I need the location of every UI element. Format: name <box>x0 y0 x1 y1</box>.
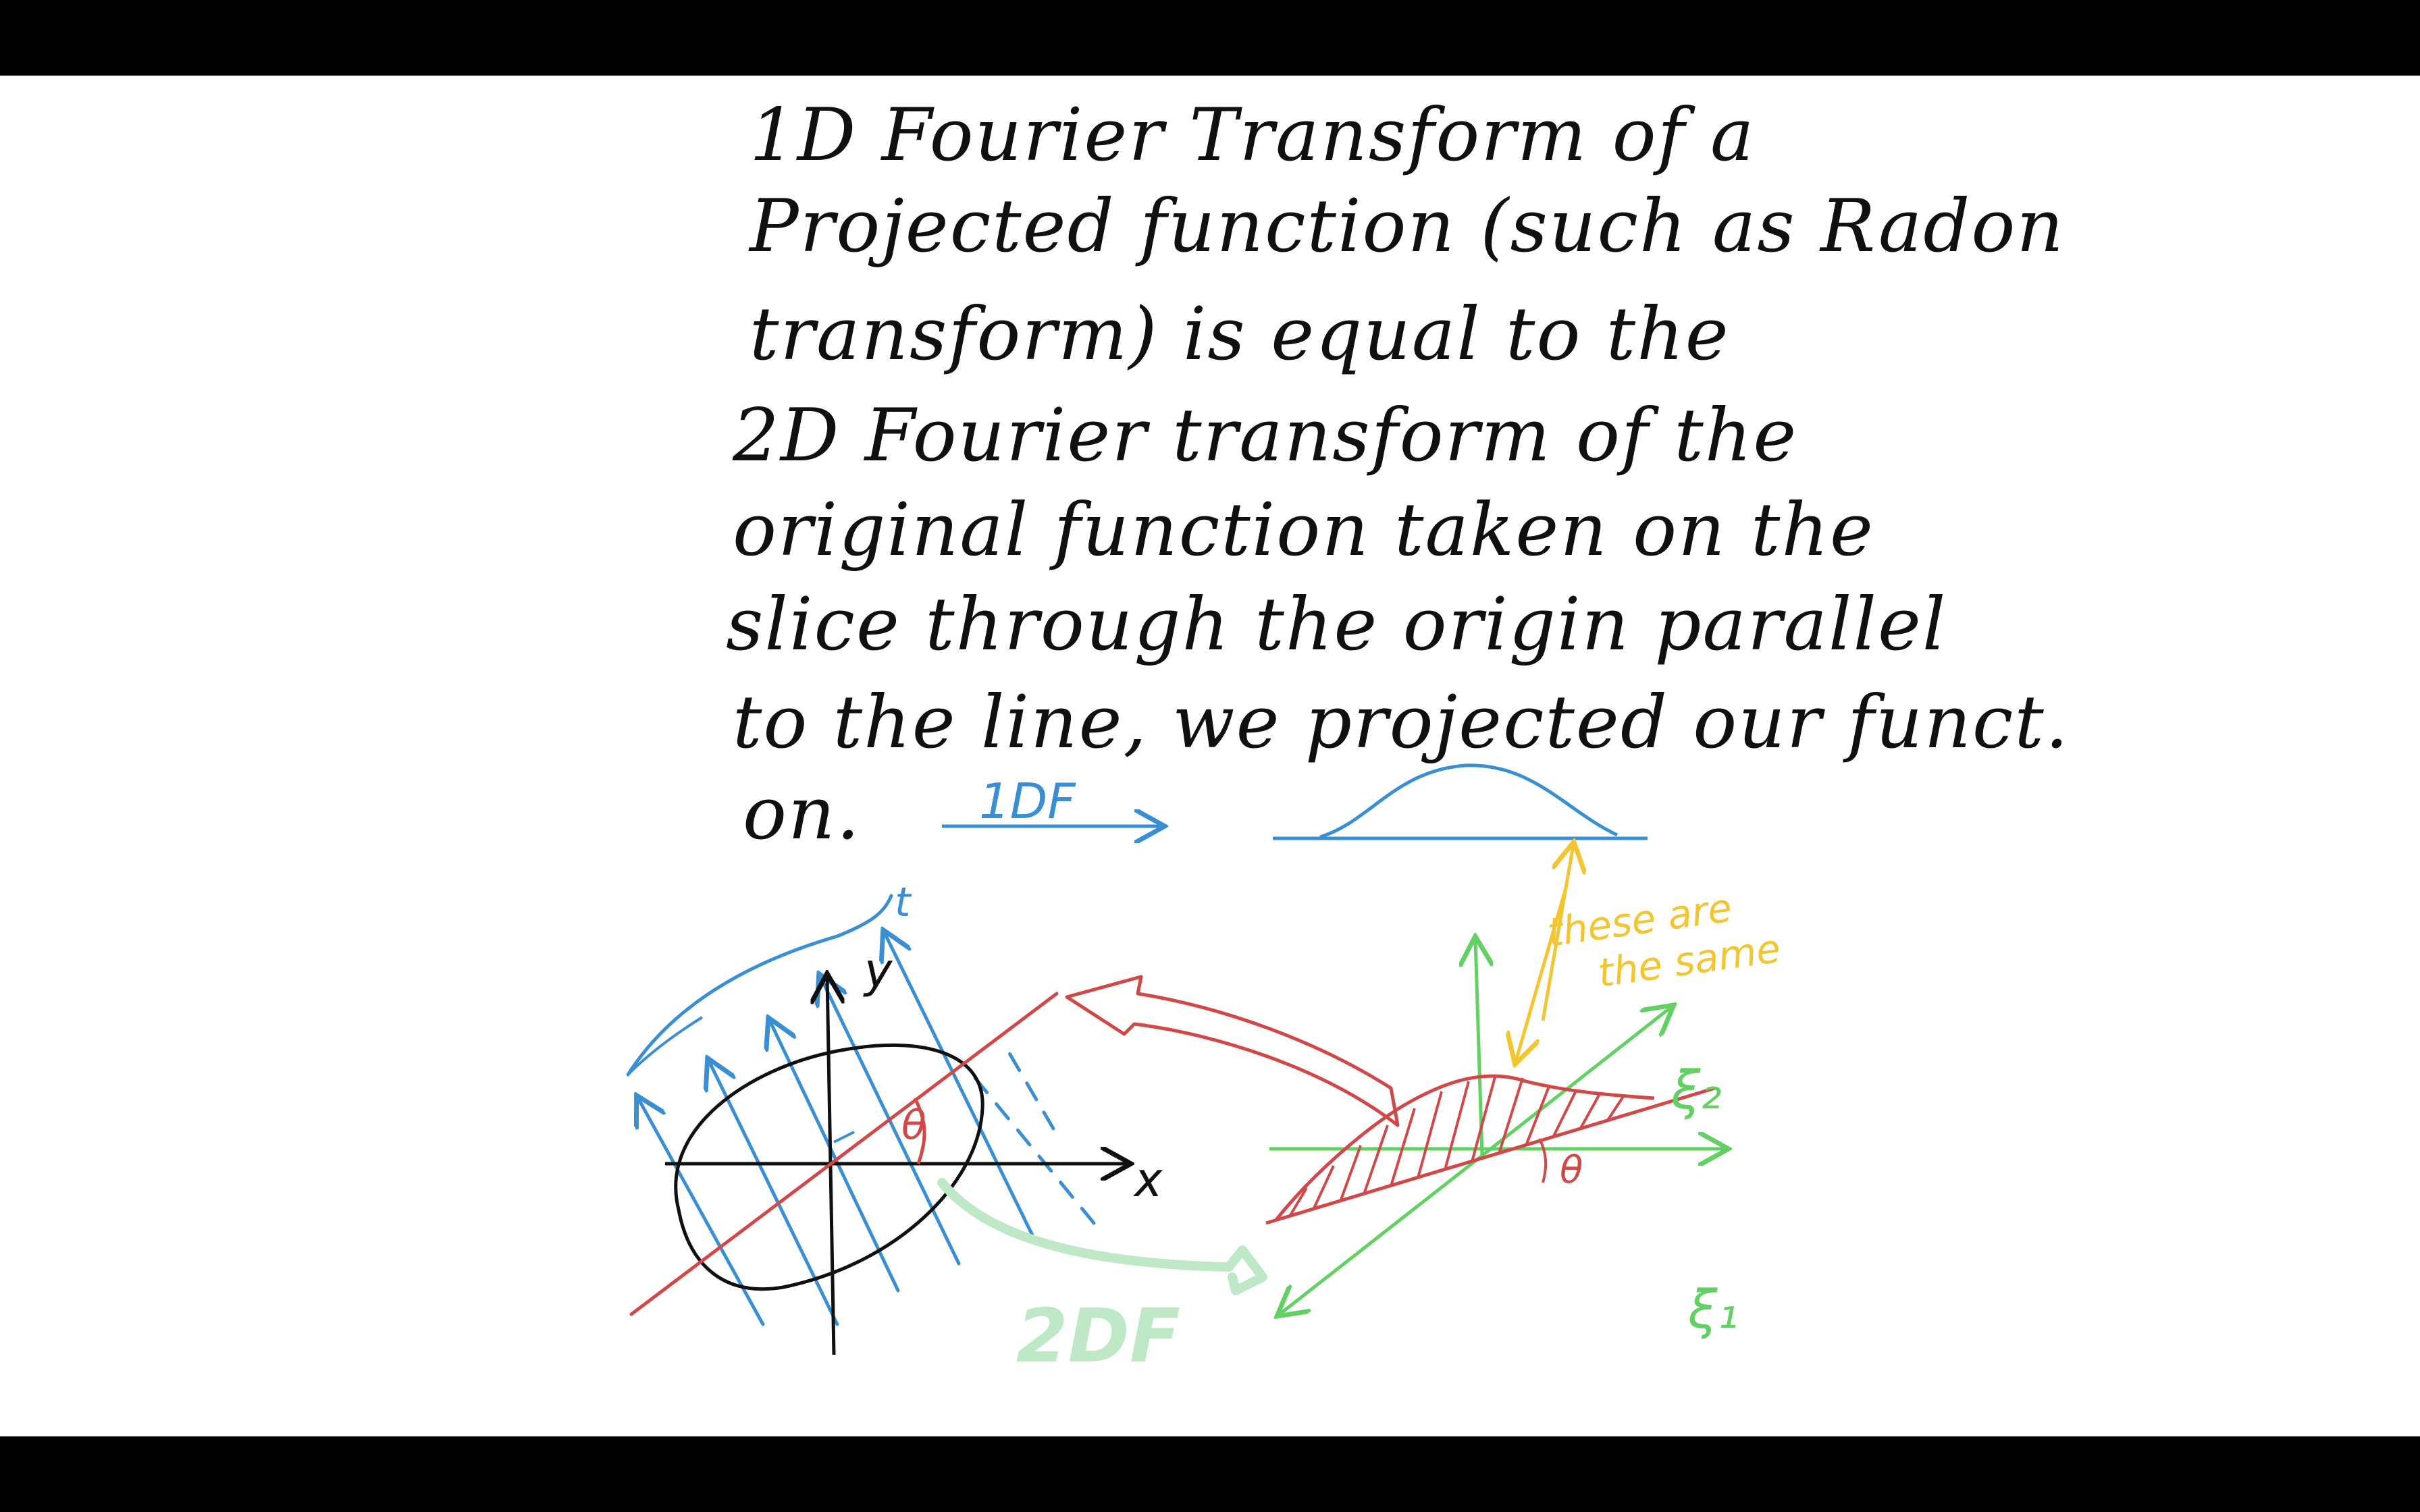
two-df-label: 2DF <box>1016 1293 1180 1379</box>
object-ellipse <box>674 1043 984 1291</box>
projection-direction-line <box>629 992 1059 1316</box>
slice-hatching <box>1288 1074 1625 1218</box>
xi2-label: ξ₂ <box>1671 1060 1722 1121</box>
whiteboard: 1D Fourier Transform of a Projected func… <box>0 76 2420 1436</box>
same-note: these are the same <box>1516 845 1783 1061</box>
slice-line <box>1265 1086 1716 1225</box>
projection-curve <box>626 894 893 1077</box>
spatial-domain: x y t θ <box>626 879 1163 1355</box>
profile-curve <box>1319 763 1619 839</box>
x-axis-label: x <box>1133 1152 1163 1208</box>
frequency-domain: θ ξ₂ ξ₁ <box>1265 940 1739 1341</box>
angle-arc-right <box>1538 1138 1548 1183</box>
text-line-3: transform) is equal to the <box>749 292 1730 377</box>
theta-label-right: θ <box>1560 1148 1583 1192</box>
xi2-axis-back <box>1280 1154 1483 1314</box>
text-line-8: on. <box>743 772 861 856</box>
correspondence-arrow <box>1065 975 1400 1127</box>
angle-arc-left <box>913 1097 926 1164</box>
text-line-5: original function taken on the <box>733 488 1874 572</box>
vertical-axis <box>1475 940 1482 1156</box>
text-line-6: slice through the origin parallel <box>726 583 1947 667</box>
slice-profile <box>1275 1074 1655 1221</box>
same-arrow-down <box>1516 885 1569 1061</box>
t-axis-label: t <box>895 879 912 926</box>
xi1-label: ξ₁ <box>1687 1280 1739 1341</box>
theta-label-left: θ <box>901 1102 926 1149</box>
one-d-fourier: 1DF <box>942 763 1648 839</box>
xi2-axis <box>1481 1007 1671 1157</box>
text-line-4: 2D Fourier transform of the <box>733 394 1798 478</box>
two-df-arrow <box>937 1178 1267 1295</box>
two-d-fourier: 2DF <box>937 1178 1267 1379</box>
text-line-2: Projected function (such as Radon <box>749 184 2065 269</box>
one-df-label: 1DF <box>979 773 1076 830</box>
text-line-1: 1D Fourier Transform of a <box>749 93 1756 178</box>
text-line-7: to the line, we projected our funct. <box>733 680 2070 765</box>
y-axis-label: y <box>863 943 893 998</box>
fourier-slice-diagram: x y t θ 1DF <box>626 763 1783 1379</box>
same-arrow-up <box>1541 845 1573 1021</box>
